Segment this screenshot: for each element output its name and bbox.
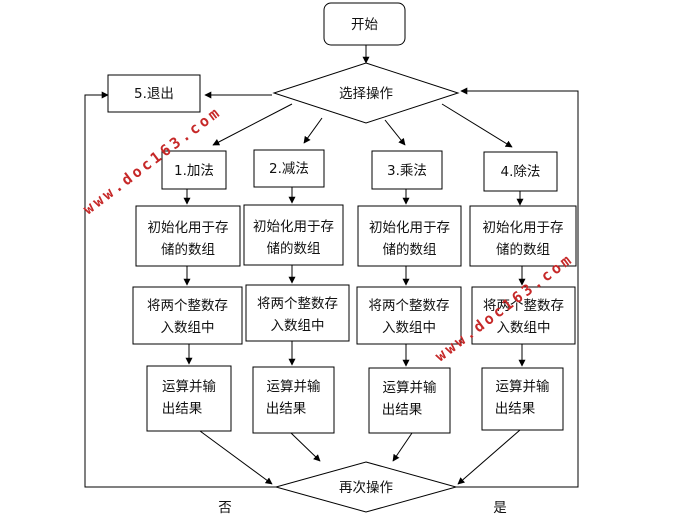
store-box-1	[132, 286, 243, 345]
compute-label-line1: 运算并输	[267, 379, 321, 395]
mul-box	[371, 150, 443, 190]
add-label: 1.加法	[174, 163, 214, 179]
div-box	[483, 151, 558, 192]
store-box-4	[471, 286, 576, 345]
edge-select-to-sub	[303, 117, 323, 144]
store-label-line1: 将两个整数存	[483, 298, 564, 314]
init-label-line1: 初始化用于存	[483, 219, 564, 236]
store-label-line1: 将两个整数存	[369, 298, 450, 314]
init-box-3	[357, 205, 462, 267]
sub-box	[253, 149, 325, 188]
div-label: 4.除法	[501, 164, 541, 180]
node-store-4: 将两个整数存 入数组中	[471, 286, 576, 345]
node-compute-2: 运算并输 出结果	[252, 366, 335, 434]
node-sub: 2.减法	[253, 149, 325, 188]
node-init-2: 初始化用于存 储的数组	[243, 204, 344, 266]
edge-compute3-to-again	[392, 432, 413, 462]
node-store-1: 将两个整数存 入数组中	[132, 286, 243, 345]
store-label-line1: 将两个整数存	[257, 296, 338, 312]
node-mul: 3.乘法	[371, 150, 443, 190]
store-label-line2: 入数组中	[382, 320, 436, 336]
compute-box-1	[146, 365, 232, 432]
node-start: 开始	[323, 2, 406, 46]
node-select-operation: 选择操作	[272, 62, 460, 124]
edge-label-no: 否	[218, 500, 232, 516]
init-label-line2: 储的数组	[496, 242, 550, 258]
init-label-line2: 储的数组	[161, 242, 215, 258]
edge-compute2-to-again	[290, 432, 321, 462]
init-label-line2: 储的数组	[267, 241, 321, 257]
sub-label: 2.减法	[269, 161, 309, 177]
edge-select-to-div	[441, 103, 513, 148]
compute-label-line2: 出结果	[382, 402, 423, 418]
node-init-3: 初始化用于存 储的数组	[357, 205, 462, 267]
compute-box-2	[252, 366, 335, 434]
exit-box	[107, 74, 201, 113]
edge-compute4-to-again	[457, 429, 521, 485]
node-compute-3: 运算并输 出结果	[368, 367, 451, 434]
edge-again-no-loop	[84, 91, 276, 488]
compute-label-line2: 出结果	[495, 401, 536, 417]
add-box	[161, 150, 227, 190]
node-exit: 5.退出	[107, 74, 201, 113]
start-label: 开始	[351, 17, 378, 33]
edge-compute1-to-again	[199, 430, 273, 485]
node-store-2: 将两个整数存 入数组中	[245, 284, 350, 342]
init-label-line1: 初始化用于存	[369, 219, 450, 236]
compute-label-line1: 运算并输	[496, 379, 550, 395]
mul-label: 3.乘法	[387, 163, 427, 179]
store-label-line1: 将两个整数存	[147, 298, 228, 314]
node-store-3: 将两个整数存 入数组中	[356, 286, 462, 345]
compute-box-4	[481, 367, 564, 431]
compute-label-line2: 出结果	[266, 401, 307, 417]
edge-select-to-add	[212, 103, 293, 146]
select-label: 选择操作	[339, 86, 393, 102]
compute-box-3	[368, 367, 451, 434]
init-label-line2: 储的数组	[383, 242, 437, 258]
store-label-line2: 入数组中	[497, 320, 551, 336]
store-label-line2: 入数组中	[271, 318, 325, 334]
node-div: 4.除法	[483, 151, 558, 192]
compute-label-line1: 运算并输	[383, 380, 437, 396]
init-box-1	[135, 205, 241, 267]
init-label-line1: 初始化用于存	[253, 218, 334, 235]
node-add: 1.加法	[161, 150, 227, 190]
edge-select-to-mul	[384, 119, 406, 146]
store-box-3	[356, 286, 462, 345]
node-compute-4: 运算并输 出结果	[481, 367, 564, 431]
compute-label-line2: 出结果	[162, 401, 203, 417]
start-terminal-shape	[323, 2, 406, 46]
node-init-4: 初始化用于存 储的数组	[469, 205, 577, 267]
store-label-line2: 入数组中	[161, 320, 215, 336]
edges	[84, 45, 579, 488]
init-box-2	[243, 204, 344, 266]
init-label-line1: 初始化用于存	[148, 219, 229, 236]
compute-label-line1: 运算并输	[162, 379, 216, 395]
node-compute-1: 运算并输 出结果	[146, 365, 232, 432]
node-init-1: 初始化用于存 储的数组	[135, 205, 241, 267]
node-again: 再次操作	[274, 461, 458, 513]
exit-label: 5.退出	[134, 86, 174, 102]
again-label: 再次操作	[339, 480, 393, 496]
select-decision-shape	[272, 62, 460, 124]
edge-again-yes-loop	[456, 87, 579, 488]
again-decision-shape	[274, 461, 458, 513]
init-box-4	[469, 205, 577, 267]
edge-label-yes: 是	[493, 500, 507, 516]
store-box-2	[245, 284, 350, 342]
